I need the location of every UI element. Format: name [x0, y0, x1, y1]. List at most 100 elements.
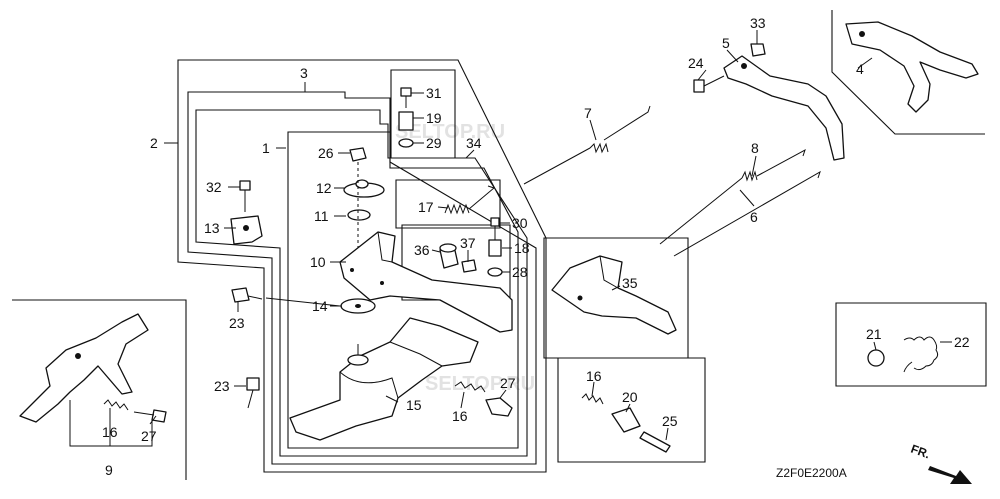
callout-13: 13 — [204, 220, 220, 236]
leader-36 — [431, 249, 441, 253]
part-35-plate — [551, 255, 677, 335]
callout-23-lower: 23 — [214, 378, 230, 394]
part-6-rod-a — [659, 148, 806, 245]
part-11-washer — [347, 209, 371, 221]
leader-25 — [665, 427, 669, 441]
callout-27-left: 27 — [141, 428, 157, 444]
part-4-hole — [859, 31, 865, 37]
leader-lines — [69, 30, 952, 447]
part-22-chain — [903, 336, 939, 373]
part-10-hole-1 — [350, 268, 354, 272]
part-5-hole — [741, 63, 747, 69]
leader-5 — [726, 49, 739, 63]
part-19-collar — [398, 111, 414, 131]
callout-34: 34 — [466, 135, 482, 151]
part-9-bolt-shank — [133, 411, 155, 416]
callout-12: 12 — [316, 180, 332, 196]
callout-20: 20 — [622, 389, 638, 405]
front-direction-arrow — [928, 466, 972, 484]
part-7-cable — [523, 105, 651, 185]
part-21-cap — [867, 349, 885, 367]
part-36-top — [439, 243, 457, 253]
leader-4 — [857, 57, 873, 69]
leader-16b — [460, 391, 465, 409]
part-8-spring — [741, 170, 758, 182]
leader-34 — [465, 149, 475, 159]
callout-17: 17 — [418, 199, 434, 215]
part-16-spring-right — [581, 393, 604, 405]
part-4-lever-assy — [845, 21, 979, 113]
leader-17 — [437, 206, 449, 209]
callout-32: 32 — [206, 179, 222, 195]
part-12-boss — [355, 179, 369, 189]
callout-6: 6 — [750, 209, 758, 225]
front-direction-label: FR. — [909, 442, 932, 462]
part-35-detail — [599, 255, 619, 289]
callout-21: 21 — [866, 326, 882, 342]
part-31-screw — [400, 87, 412, 97]
callout-11: 11 — [314, 208, 329, 224]
callouts: 1 2 3 4 5 6 7 8 9 10 11 12 13 14 15 16 1… — [102, 15, 970, 480]
callout-31: 31 — [426, 85, 442, 101]
part-23-bolt-upper-head — [231, 287, 250, 303]
callout-30: 30 — [512, 215, 528, 231]
leader-15 — [385, 395, 399, 403]
leader-21 — [873, 341, 877, 351]
diagram-code: Z2F0E2200A — [776, 466, 847, 480]
watermark-2: SELTOP.RU — [425, 373, 535, 395]
part-24-bolt — [693, 79, 705, 93]
leader-27a — [149, 415, 157, 425]
leader-20 — [625, 403, 631, 413]
part-25-pin — [639, 431, 671, 453]
callout-18: 18 — [514, 240, 530, 256]
part-29-washer — [398, 138, 414, 148]
callout-14: 14 — [312, 298, 328, 314]
part-14-hole — [355, 304, 361, 308]
part-33-nut — [750, 43, 766, 57]
callout-3: 3 — [300, 65, 308, 81]
part-37-screw — [461, 259, 477, 273]
part-20-collar — [611, 407, 641, 433]
part-13-hole — [243, 225, 249, 231]
callout-29: 29 — [426, 135, 442, 151]
callout-33: 33 — [750, 15, 766, 31]
leader-24 — [697, 69, 707, 81]
part-10-lever-plate — [339, 231, 513, 333]
callout-36: 36 — [414, 242, 430, 258]
part-16-center-spring — [454, 381, 486, 393]
frame-1 — [287, 131, 519, 449]
part-9-bolt — [151, 409, 167, 423]
watermark-1: SELTOP.RU — [395, 121, 505, 143]
frame-9 — [12, 299, 187, 480]
callout-37: 37 — [460, 235, 476, 251]
callout-35: 35 — [622, 275, 638, 291]
callout-2: 2 — [150, 135, 158, 151]
frame-2 — [177, 59, 547, 473]
part-26-nut — [349, 147, 367, 162]
leader-6 — [739, 189, 755, 207]
part-10-hole-2 — [380, 281, 384, 285]
callout-24: 24 — [688, 55, 704, 71]
frame-3 — [187, 91, 537, 465]
part-23-bolt-upper-shank — [247, 295, 263, 300]
frame-spring-pin — [557, 357, 706, 463]
part-15-boss — [347, 354, 369, 366]
leader-27b — [499, 389, 507, 399]
part-6-rod-b — [673, 170, 821, 257]
callout-1: 1 — [262, 140, 270, 156]
callout-16-right: 16 — [586, 368, 602, 384]
part-35-hole — [577, 295, 583, 301]
callout-25: 25 — [662, 413, 678, 429]
leader-8 — [751, 155, 757, 177]
callout-19: 19 — [426, 110, 442, 126]
leader-35 — [611, 285, 621, 291]
part-15-detail-b — [389, 341, 443, 367]
frame-21-22 — [835, 302, 987, 387]
leader-14a — [265, 297, 341, 307]
part-17-spring — [444, 185, 496, 215]
part-32-screw — [239, 180, 251, 191]
frame-4 — [831, 10, 985, 135]
leader-16c — [591, 381, 595, 397]
part-9-spring — [103, 399, 129, 411]
callout-7: 7 — [584, 105, 592, 121]
